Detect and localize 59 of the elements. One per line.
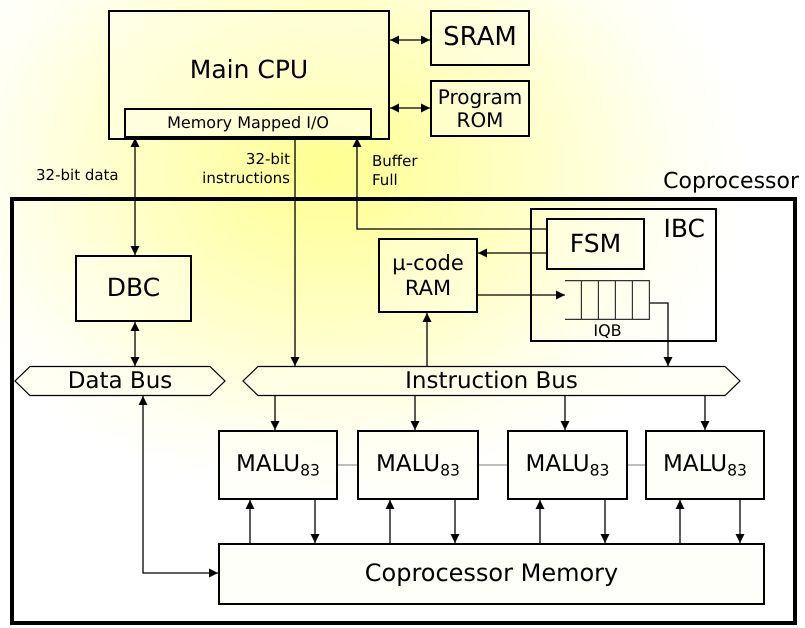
arrow [450, 500, 460, 543]
arrow [270, 396, 280, 430]
block-box [108, 10, 390, 140]
block-label: Coprocessor Memory [364, 560, 618, 588]
arrow [600, 500, 610, 543]
arrow [676, 500, 684, 543]
group-heading: Coprocessor [663, 169, 799, 194]
block-box [378, 238, 478, 313]
block-box [218, 543, 765, 605]
block-label: FSM [570, 230, 622, 258]
arrow [478, 248, 546, 258]
arrow [290, 138, 300, 366]
block-box [75, 255, 192, 322]
connector-line [338, 464, 357, 466]
connector-line [479, 464, 507, 466]
block-label: DBC [106, 274, 160, 303]
block-label: Memory Mapped I/O [167, 114, 329, 132]
block-label: μ-code RAM [391, 251, 465, 300]
connector-line [628, 464, 645, 466]
arrow [310, 500, 320, 543]
block-box [218, 430, 338, 500]
block-label: MALU$_{83}$ [236, 450, 320, 480]
block-label: MALU$_{83}$ [376, 450, 460, 480]
arrow [130, 138, 140, 255]
arrow [130, 322, 140, 366]
group-heading: IBC [663, 214, 705, 243]
arrow [386, 500, 394, 543]
block-box [430, 80, 530, 137]
block-box [357, 430, 479, 500]
group-frame [530, 208, 717, 342]
arrow [700, 396, 710, 430]
edge-label: 32-bit data [36, 166, 120, 185]
arrow [246, 500, 254, 543]
arrow [736, 500, 744, 543]
edge-label: 32-bit instructions [201, 150, 290, 188]
arrow [390, 36, 430, 44]
block-box [124, 108, 372, 138]
edge-label: Buffer Full [372, 152, 419, 190]
arrow [478, 290, 565, 300]
block-box [546, 218, 645, 270]
arrow [422, 313, 432, 366]
block-label: SRAM [443, 23, 517, 53]
arrow [410, 396, 420, 430]
block-label: Program ROM [436, 86, 524, 132]
block-label: MALU$_{83}$ [663, 450, 747, 480]
arrow [390, 104, 430, 112]
block-label: Main CPU [190, 56, 308, 85]
arrow [560, 396, 570, 430]
queue-label: IQB [592, 321, 623, 340]
block-box [507, 430, 628, 500]
arrow [650, 302, 672, 366]
bus-label: Instruction Bus [405, 368, 578, 394]
block-box [645, 430, 765, 500]
arrow [536, 500, 544, 543]
arrow [352, 138, 546, 230]
block-label: MALU$_{83}$ [526, 450, 610, 480]
bus-label: Data Bus [68, 368, 172, 394]
block-box [430, 10, 530, 66]
arrow [138, 396, 218, 578]
